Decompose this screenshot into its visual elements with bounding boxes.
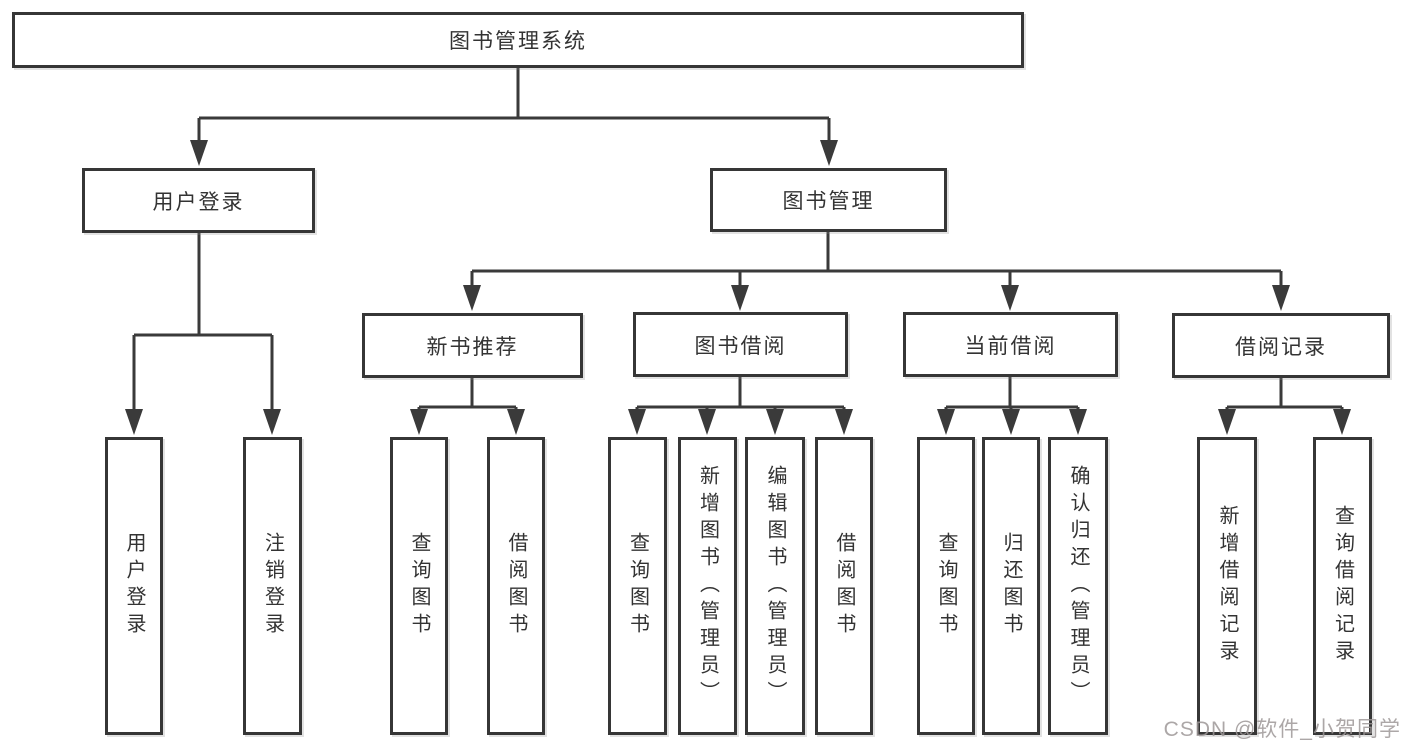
arrowhead <box>263 409 281 435</box>
leaf-user-login-label: 用户登录 <box>123 532 145 640</box>
node-root: 图书管理系统 <box>12 12 1024 68</box>
tree-edges <box>132 68 1344 415</box>
leaf-logout-label: 注销登录 <box>261 532 284 640</box>
node-book-management: 图书管理 <box>710 168 947 232</box>
node-new-book-recommend: 新书推荐 <box>362 313 583 378</box>
node-current-borrow-label: 当前借阅 <box>964 334 1057 358</box>
leaf-current-return-label: 归还图书 <box>1000 532 1022 640</box>
leaf-current-return: 归还图书 <box>982 437 1040 735</box>
leaf-current-query: 查询图书 <box>917 437 975 735</box>
node-book-management-label: 图书管理 <box>782 190 875 213</box>
leaf-borrow-borrow-label: 借阅图书 <box>833 532 855 640</box>
arrowheads <box>125 140 1351 435</box>
node-book-borrow-label: 图书借阅 <box>694 334 787 358</box>
arrowhead <box>125 409 143 435</box>
csdn-watermark: CSDN @软件_小贺同学 <box>1163 718 1401 741</box>
arrowhead <box>1069 409 1087 435</box>
node-user-login: 用户登录 <box>82 168 315 233</box>
node-root-label: 图书管理系统 <box>449 30 587 53</box>
node-user-login-label: 用户登录 <box>152 190 245 214</box>
leaf-borrow-add-admin: 新增图书（管理员） <box>678 437 737 735</box>
leaf-borrow-edit-admin: 编辑图书（管理员） <box>745 437 805 735</box>
leaf-borrow-borrow: 借阅图书 <box>815 437 873 735</box>
leaf-record-query-label: 查询借阅记录 <box>1331 505 1354 667</box>
arrowhead <box>190 140 208 166</box>
leaf-current-confirm-admin-label: 确认归还（管理员） <box>1067 464 1089 708</box>
leaf-newbook-borrow-label: 借阅图书 <box>505 532 527 640</box>
arrowhead <box>410 409 428 435</box>
arrowhead <box>1333 409 1351 435</box>
arrowhead <box>731 285 749 311</box>
arrowhead <box>698 409 716 435</box>
node-current-borrow: 当前借阅 <box>903 312 1118 377</box>
arrowhead <box>766 409 784 435</box>
leaf-borrow-query-label: 查询图书 <box>626 532 649 640</box>
leaf-record-query: 查询借阅记录 <box>1313 437 1372 735</box>
leaf-current-query-label: 查询图书 <box>935 532 957 640</box>
node-borrow-records-label: 借阅记录 <box>1235 335 1327 359</box>
leaf-user-login: 用户登录 <box>105 437 163 735</box>
leaf-newbook-borrow: 借阅图书 <box>487 437 545 735</box>
leaf-record-add: 新增借阅记录 <box>1197 437 1257 735</box>
arrowhead <box>1002 409 1020 435</box>
arrowhead <box>937 409 955 435</box>
arrowhead <box>628 409 646 435</box>
leaf-current-confirm-admin: 确认归还（管理员） <box>1048 437 1108 735</box>
leaf-newbook-query-label: 查询图书 <box>408 532 430 640</box>
arrowhead <box>835 409 853 435</box>
arrowhead <box>820 140 838 166</box>
arrowhead <box>463 285 481 311</box>
leaf-record-add-label: 新增借阅记录 <box>1216 505 1238 667</box>
arrowhead <box>507 409 525 435</box>
arrowhead <box>1218 409 1236 435</box>
leaf-borrow-query: 查询图书 <box>608 437 667 735</box>
node-borrow-records: 借阅记录 <box>1172 313 1390 378</box>
leaf-logout: 注销登录 <box>243 437 302 735</box>
arrowhead <box>1001 285 1019 311</box>
leaf-borrow-edit-admin-label: 编辑图书（管理员） <box>764 464 786 708</box>
leaf-borrow-add-admin-label: 新增图书（管理员） <box>696 464 719 708</box>
leaf-newbook-query: 查询图书 <box>390 437 448 735</box>
arrowhead <box>1272 285 1290 311</box>
node-book-borrow: 图书借阅 <box>633 312 848 377</box>
node-new-book-recommend-label: 新书推荐 <box>426 335 519 359</box>
